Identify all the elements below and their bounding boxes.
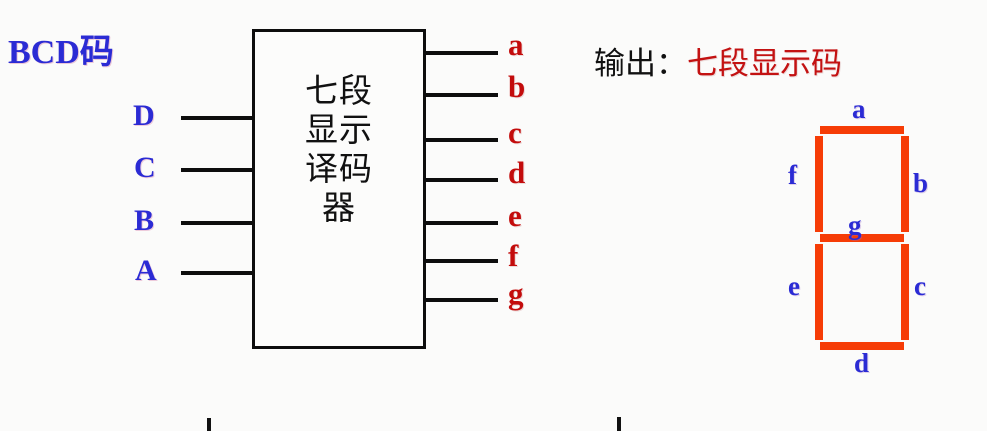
output-label-b: b xyxy=(508,69,526,104)
segment-label-d: d xyxy=(854,348,870,378)
segment-e xyxy=(815,244,823,340)
bcd-group-label: BCD码 xyxy=(8,34,114,71)
output-label-e: e xyxy=(508,198,522,233)
seven-segment-display: a b c d e f g xyxy=(788,96,928,377)
output-label-f: f xyxy=(508,238,519,273)
output-label-a: a xyxy=(508,27,524,62)
decoder-label-line-2: 显示 xyxy=(305,109,373,149)
output-wire-d xyxy=(424,178,498,182)
decoder-label-line-3: 译码 xyxy=(305,148,373,188)
segment-d xyxy=(820,342,904,350)
input-wire-d xyxy=(181,116,255,120)
segment-f xyxy=(815,136,823,232)
bottom-tick-right xyxy=(617,417,621,431)
output-label-g: g xyxy=(508,276,524,311)
input-label-d: D xyxy=(133,99,155,132)
input-label-c: C xyxy=(134,151,156,184)
segment-label-g: g xyxy=(848,210,862,240)
segment-c xyxy=(901,244,909,340)
output-wire-a xyxy=(424,51,498,55)
input-label-a: A xyxy=(135,254,157,287)
output-label-d: d xyxy=(508,155,526,190)
input-wire-a xyxy=(181,271,255,275)
segment-label-b: b xyxy=(913,168,929,198)
output-wire-f xyxy=(424,259,498,263)
input-wire-b xyxy=(181,221,255,225)
input-wire-c xyxy=(181,168,255,172)
input-label-b: B xyxy=(134,204,155,237)
segment-g xyxy=(820,234,904,242)
output-wire-b xyxy=(424,93,498,97)
output-caption-emphasis: 七段显示码 xyxy=(687,46,842,82)
bottom-tick-left xyxy=(207,418,211,431)
output-label-c: c xyxy=(508,115,522,150)
output-caption-prefix: 输出： xyxy=(594,46,687,82)
decoder-label-line-4: 器 xyxy=(322,187,356,227)
output-wire-c xyxy=(424,138,498,142)
segment-label-a: a xyxy=(852,94,866,124)
segment-b xyxy=(901,136,909,232)
decoder-block: 七段 显示 译码 器 xyxy=(252,29,426,349)
decoder-label-line-1: 七段 xyxy=(305,71,373,110)
segment-label-c: c xyxy=(914,271,926,301)
segment-label-f: f xyxy=(788,160,797,190)
output-wire-e xyxy=(424,221,498,225)
output-wire-g xyxy=(424,298,498,302)
output-caption: 输出：七段显示码 xyxy=(594,38,842,83)
segment-label-e: e xyxy=(788,271,800,301)
decoder-block-label: 七段 显示 译码 器 xyxy=(255,71,423,228)
segment-a xyxy=(820,126,904,134)
